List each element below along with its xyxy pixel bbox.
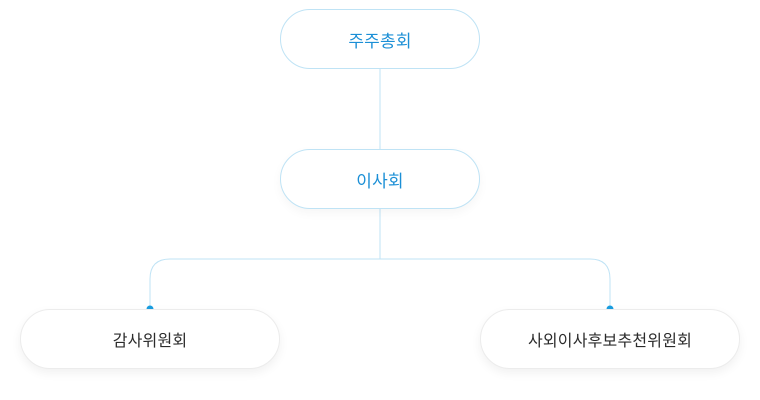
connector-board-committees	[149, 209, 611, 309]
node-label: 감사위원회	[112, 331, 188, 350]
node-shareholders-meeting: 주주총회	[280, 9, 480, 69]
node-board-of-directors: 이사회	[280, 149, 480, 209]
node-label: 주주총회	[348, 31, 412, 52]
node-outside-director-nomination-committee: 사외이사후보추천위원회	[480, 309, 740, 369]
node-audit-committee: 감사위원회	[20, 309, 280, 369]
node-label: 이사회	[356, 171, 404, 192]
node-label: 사외이사후보추천위원회	[527, 331, 693, 350]
